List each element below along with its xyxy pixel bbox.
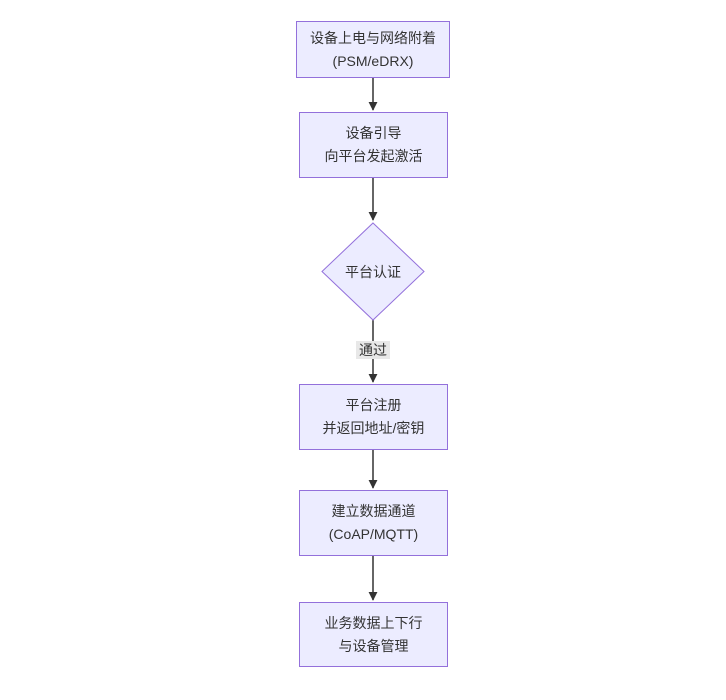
edge-label-pass: 通过	[356, 341, 390, 359]
node-data-channel: 建立数据通道 (CoAP/MQTT)	[299, 490, 448, 556]
decision-label-platform-auth: 平台认证	[345, 264, 401, 280]
node-label-line: 设备上电与网络附着	[310, 29, 436, 46]
node-label-line: (PSM/eDRX)	[332, 52, 414, 69]
node-label-line: 业务数据上下行	[324, 614, 423, 631]
node-power-network-attach: 设备上电与网络附着 (PSM/eDRX)	[296, 21, 450, 78]
node-label-line: (CoAP/MQTT)	[328, 526, 419, 542]
decision-diamond-platform-auth	[321, 222, 425, 321]
node-device-bootstrap: 设备引导 向平台发起激活	[299, 112, 448, 178]
node-label-line: 与设备管理	[338, 637, 409, 654]
node-business-data: 业务数据上下行 与设备管理	[299, 602, 448, 667]
node-label-line: 设备引导	[345, 125, 402, 141]
node-label-line: 平台注册	[345, 397, 402, 413]
node-label-line: 并返回地址/密钥	[322, 420, 425, 436]
node-label-line: 建立数据通道	[331, 503, 416, 519]
node-platform-register: 平台注册 并返回地址/密钥	[299, 384, 448, 450]
node-label-line: 向平台发起激活	[324, 148, 423, 164]
